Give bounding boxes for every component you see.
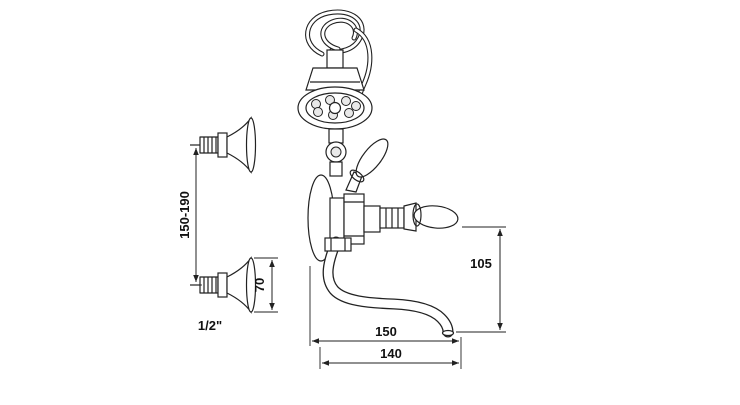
dimension-wall-spacing: 150-190	[177, 148, 202, 286]
mixer-lever-handle	[379, 202, 459, 232]
dimension-escutcheon-height: 70	[252, 257, 278, 313]
diverter-lever	[345, 138, 389, 193]
dimension-spout-drop: 105	[456, 226, 506, 333]
mixer-body	[329, 193, 381, 245]
dim-spout-drop-label: 105	[470, 256, 492, 271]
dim-wall-spacing-label: 150-190	[177, 191, 192, 239]
spout	[322, 236, 455, 338]
dim-spout-reach-150-label: 150	[375, 324, 397, 339]
wall-union-top	[189, 117, 257, 173]
thread-size-label: 1/2"	[198, 318, 222, 333]
dimension-spout-reach-140: 140	[319, 346, 459, 369]
shower-holder	[325, 128, 347, 177]
dimension-spout-reach-150: 150	[309, 266, 462, 369]
shower-head	[297, 49, 373, 130]
dim-escutcheon-label: 70	[252, 278, 267, 292]
shower-hose	[305, 9, 373, 121]
dim-spout-reach-140-label: 140	[380, 346, 402, 361]
